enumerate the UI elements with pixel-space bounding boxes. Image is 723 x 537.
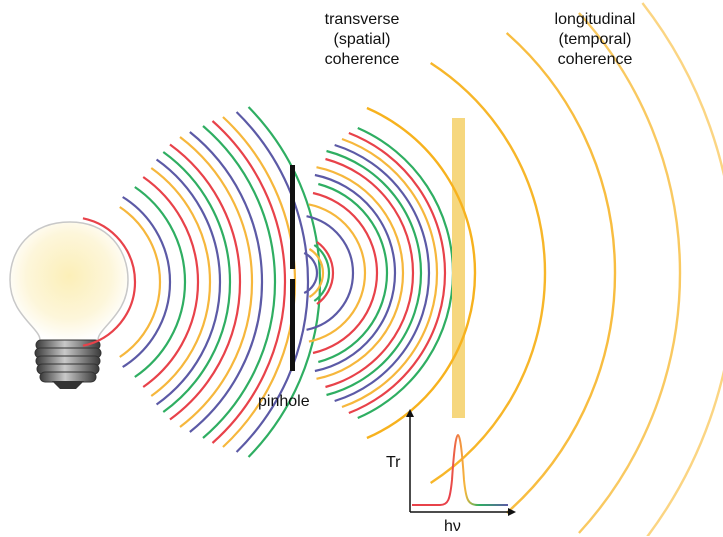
transverse-coherence-label: transverse (spatial) coherence [302, 10, 422, 70]
pinhole-screen-icon [290, 165, 295, 371]
wavefront-arc [189, 131, 264, 433]
wavefront-arc [318, 182, 389, 364]
wavefront-arc [308, 203, 367, 343]
light-bulb-icon [9, 221, 129, 389]
wavefront-arc [155, 158, 222, 406]
wavefront-arc [150, 167, 212, 397]
wavefront-arc [314, 173, 397, 373]
spatially-coherent-wavefronts [306, 126, 455, 420]
wavefront-arc [235, 111, 310, 453]
wavefront-arc [142, 176, 200, 388]
wavefront-arc [578, 12, 682, 534]
label-line: coherence [557, 51, 633, 68]
wavefront-arc [312, 191, 379, 355]
wavefront-arc [308, 248, 325, 298]
wavefront-arc [303, 252, 319, 294]
wavefront-arc [505, 32, 617, 514]
wavefront-arc [247, 106, 322, 458]
photon-energy-axis-label: hν [444, 518, 461, 535]
pinhole-label: pinhole [258, 393, 310, 410]
incoherent-wavefronts-left [82, 106, 322, 458]
wavefront-arc [306, 215, 355, 331]
wavefront-arc [313, 244, 331, 302]
label-line: transverse [324, 11, 400, 28]
wavefront-arc [348, 131, 447, 415]
wavefront-arc [334, 143, 431, 403]
wavefront-arc [641, 2, 723, 536]
temporally-coherent-wavefronts [366, 2, 723, 536]
label-line: coherence [324, 51, 400, 68]
wavefront-arc [325, 157, 415, 389]
label-line: (temporal) [558, 31, 632, 48]
wavefront-arc [429, 61, 547, 485]
pinhole-emitted-wavefronts [303, 241, 335, 305]
wavefront-arc [222, 116, 297, 448]
wavefront-arc [162, 151, 232, 413]
transmission-spectrum-icon [406, 409, 516, 516]
wavefront-arc [122, 196, 172, 368]
wavefront-arc [341, 137, 439, 409]
wavefront-arc [169, 143, 242, 421]
wavefront-arc [211, 120, 287, 444]
wavefront-arc [202, 125, 277, 439]
wavefront-arc [82, 217, 137, 347]
wavefront-arc [326, 149, 423, 397]
transmission-axis-label: Tr [386, 454, 401, 471]
wavefront-arc [179, 136, 254, 428]
longitudinal-coherence-label: longitudinal (temporal) coherence [530, 10, 660, 70]
label-line: (spatial) [333, 31, 391, 48]
bulb-screw-cap [34, 339, 102, 389]
wavefront-arc [134, 186, 187, 378]
label-line: longitudinal [554, 11, 636, 28]
wavefront-arc [316, 166, 405, 380]
wavefront-arc [119, 206, 162, 358]
wavefront-arc [316, 241, 335, 305]
filter-bar-icon [452, 118, 465, 418]
wavefront-arc [366, 106, 477, 440]
